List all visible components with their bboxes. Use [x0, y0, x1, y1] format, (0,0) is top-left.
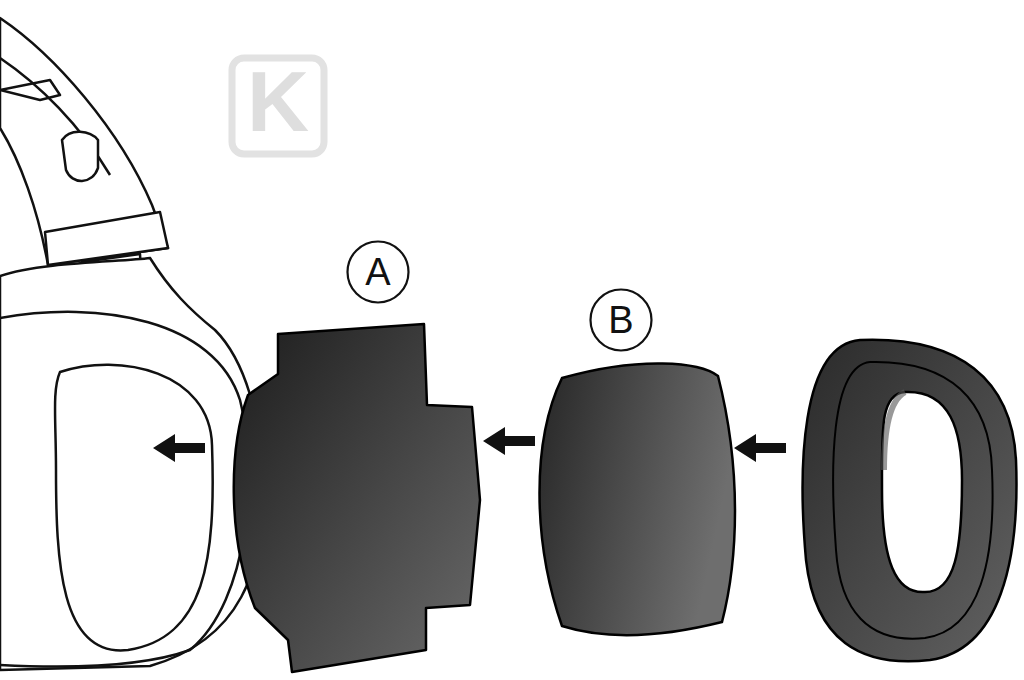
callout-circle: A [346, 240, 410, 304]
callout-letter: B [608, 301, 633, 339]
callout-circle: B [589, 288, 653, 352]
headband [0, 18, 168, 296]
foam-pad-b [540, 363, 736, 635]
insert-part-a [234, 324, 480, 672]
ear-cushion [803, 340, 1017, 662]
watermark-logo: K [247, 58, 309, 144]
direction-arrow [153, 427, 786, 462]
earmuff-cup [0, 258, 262, 670]
watermark-letter: K [247, 53, 309, 149]
callout-letter: A [365, 253, 390, 291]
